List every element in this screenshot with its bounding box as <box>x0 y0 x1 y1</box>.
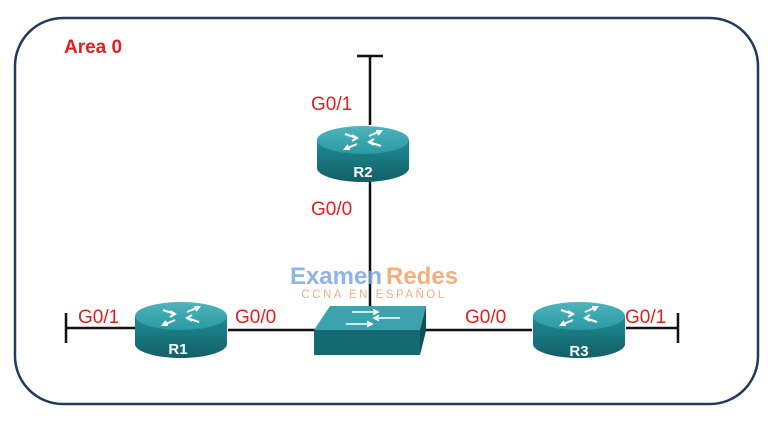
area-label: Area 0 <box>64 37 122 58</box>
links <box>64 54 680 343</box>
router-r3-label: R3 <box>569 343 588 360</box>
r3-g00-label: G0/0 <box>465 307 506 328</box>
watermark-tagline: CCNA EN ESPAÑOL <box>301 288 446 301</box>
router-r2-label: R2 <box>353 164 372 181</box>
r2-g00-label: G0/0 <box>311 199 352 220</box>
watermark-word1: Examen <box>290 263 382 290</box>
router-r1-label: R1 <box>168 341 187 358</box>
r1-g01-label: G0/1 <box>78 307 119 328</box>
r1-g00-label: G0/0 <box>235 307 276 328</box>
router-r1-icon[interactable] <box>135 302 227 358</box>
watermark-word2: Redes <box>386 263 458 290</box>
r2-g01-label: G0/1 <box>311 94 352 115</box>
router-r2-icon[interactable] <box>317 126 409 182</box>
r3-g01-label: G0/1 <box>625 307 666 328</box>
router-r3-icon[interactable] <box>533 302 625 358</box>
area-boundary <box>13 16 760 406</box>
switch-icon[interactable] <box>314 306 426 355</box>
